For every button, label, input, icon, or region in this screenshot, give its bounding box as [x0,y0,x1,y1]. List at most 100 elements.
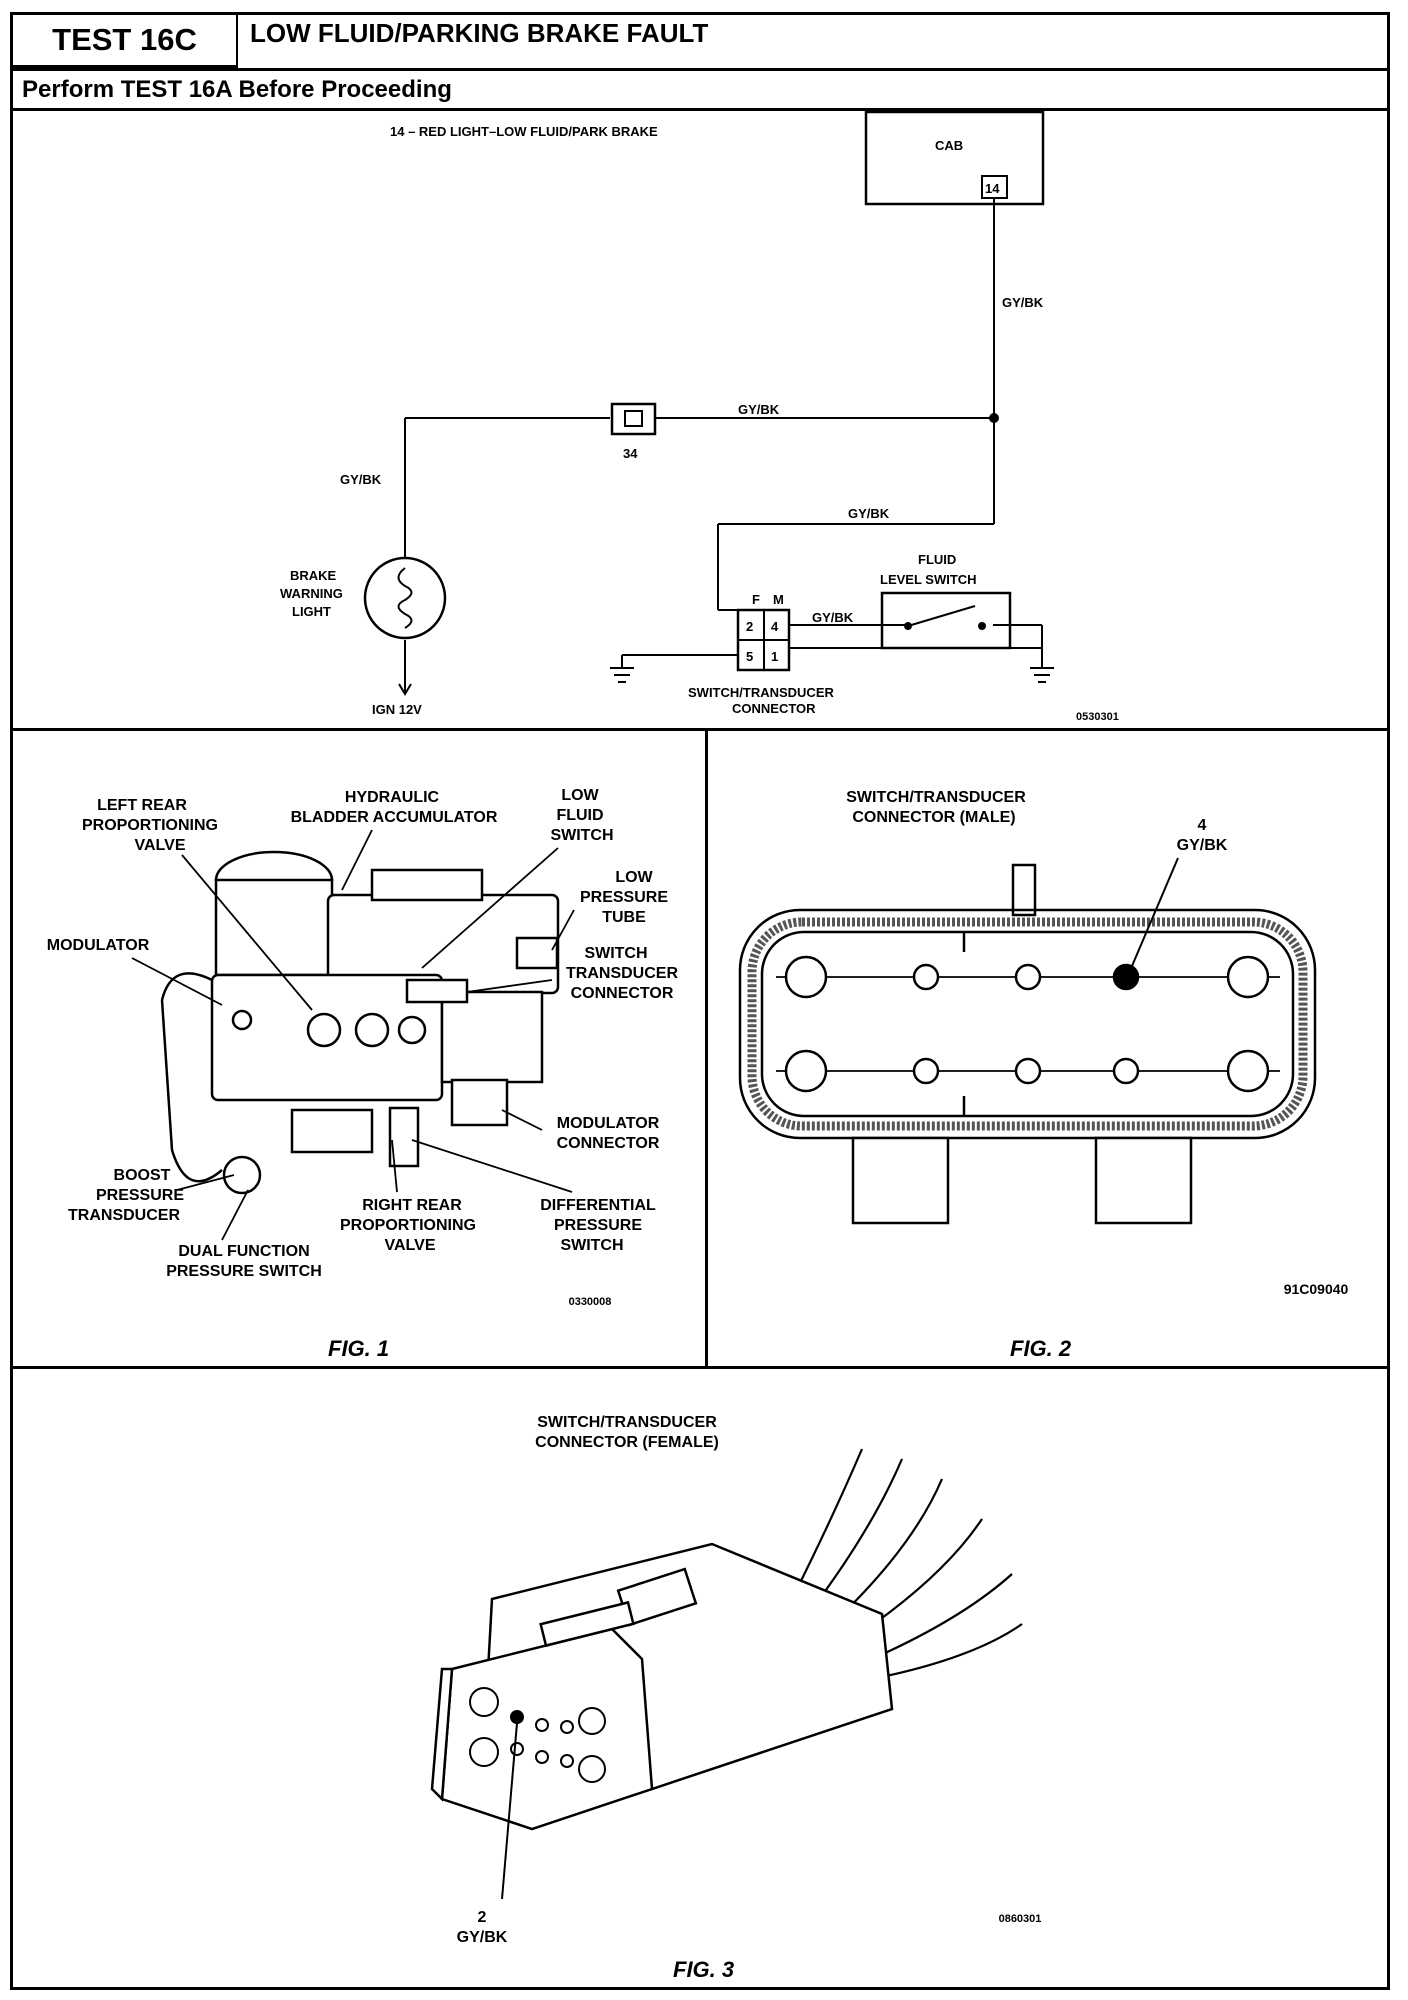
pin-4-terminal [1112,963,1140,991]
label-boost-3: TRANSDUCER [68,1207,180,1224]
pin-terminal [912,1057,940,1085]
pin-2-leader [501,1722,518,1900]
fig2-ref-code: 91C09040 [1284,1281,1349,1297]
label-boost-1: BOOST [114,1167,171,1184]
pin-1: 1 [771,649,778,664]
label-right-rear-1: RIGHT REAR [362,1197,462,1214]
label-modulator-connector-2: CONNECTOR [557,1135,660,1152]
splice-34 [610,402,657,436]
label-modulator: MODULATOR [47,937,150,954]
schematic-ref-code: 0530301 [1076,711,1119,723]
label-low-pressure-3: TUBE [602,909,646,926]
label-switch-transducer-3: CONNECTOR [571,985,674,1002]
label-differential-2: PRESSURE [554,1217,642,1234]
label-right-rear-3: VALVE [385,1237,436,1254]
fig2-title-1: SWITCH/TRANSDUCER [846,789,1026,806]
label-left-rear-3: VALVE [135,837,186,854]
connector-label-2: CONNECTOR [732,701,816,716]
header-divider [10,68,1390,71]
wire-label-switch: GY/BK [812,610,854,625]
pin-terminal [912,963,940,991]
fig3-pin-number: 2 [478,1909,487,1926]
wire-label-cab: GY/BK [1002,295,1044,310]
boost-transducer-drawing [222,1155,262,1195]
lamp-filament-icon [397,567,413,629]
fig3-ref-code: 0860301 [999,1913,1042,1925]
cavities [469,1687,606,1783]
pin-terminal [1226,955,1270,999]
fig2-title-2: CONNECTOR (MALE) [852,809,1015,826]
warning-lamp-icon [363,556,447,640]
fig3-pin-wire: GY/BK [457,1929,508,1946]
label-right-rear-2: PROPORTIONING [340,1217,476,1234]
pin-2-cavity [510,1710,524,1724]
ign-arrow-icon [398,683,412,696]
fig3-title-1: SWITCH/TRANSDUCER [537,1414,717,1431]
fig3-female-connector: SWITCH/TRANSDUCER CONNECTOR (FEMALE) 2 G… [430,1414,1042,1946]
test-label: TEST 16C [10,12,238,68]
splice-junction-dot [989,413,999,423]
connector-m: M [773,592,784,607]
label-differential-1: DIFFERENTIAL [540,1197,656,1214]
wire-label-top: GY/BK [738,402,780,417]
label-dual-function-1: DUAL FUNCTION [178,1243,309,1260]
ign-label: IGN 12V [372,702,422,717]
switch-connector-drawing [405,978,469,1004]
fig3-caption: FIG. 3 [673,1957,735,1982]
differential-switch-drawing [388,1106,420,1168]
lamp-label-3: LIGHT [292,604,331,619]
pin-4-leader [1131,857,1179,967]
pin-terminal [1014,963,1042,991]
fig1-caption: FIG. 1 [328,1336,390,1361]
circuit-title: 14 – RED LIGHT–LOW FLUID/PARK BRAKE [390,124,658,139]
label-dual-function-2: PRESSURE SWITCH [166,1263,322,1280]
cab-pin: 14 [985,181,1000,196]
pin-rows [776,976,1280,1072]
pin-terminal [784,1049,828,1093]
pin-terminal [1112,1057,1140,1085]
wire-label-connector: GY/BK [848,506,890,521]
splice-label: 34 [623,446,638,461]
fig3-divider [10,1366,1390,1369]
connector-body [430,1542,894,1831]
connector-shell [738,863,1317,1225]
figure-column-divider [705,728,708,1368]
connector-f: F [752,592,760,607]
cab-module [864,110,1045,206]
connector-pins [784,955,1270,1093]
fig3-title-2: CONNECTOR (FEMALE) [535,1434,719,1451]
pin-terminal [1226,1049,1270,1093]
cab-label: CAB [935,138,963,153]
fig2-caption: FIG. 2 [1010,1336,1072,1361]
wire-label-lamp: GY/BK [340,472,382,487]
label-boost-2: PRESSURE [96,1187,184,1204]
fluid-switch-label-1: FLUID [918,552,956,567]
label-low-pressure-2: PRESSURE [580,889,668,906]
fig1-leader-lines [131,829,575,1241]
ground-icon [610,667,634,683]
label-hydraulic-1: HYDRAULIC [345,789,440,806]
label-switch-transducer-2: TRANSDUCER [566,965,678,982]
modulator-connector-drawing [450,1078,509,1127]
fig2-male-connector: SWITCH/TRANSDUCER CONNECTOR (MALE) 4 GY/… [738,789,1349,1297]
circuit-wires [404,198,1043,692]
fig2-pin-number: 4 [1198,817,1207,834]
label-left-rear-1: LEFT REAR [97,797,187,814]
fig1-ref-code: 0330008 [569,1296,612,1308]
label-switch-transducer-1: SWITCH [584,945,647,962]
low-fluid-switch-drawing [515,936,559,970]
lamp-label-1: BRAKE [290,568,337,583]
label-low-fluid-3: SWITCH [550,827,613,844]
label-low-fluid-2: FLUID [556,807,603,824]
wiring-schematic: 14 – RED LIGHT–LOW FLUID/PARK BRAKE CAB … [280,110,1119,723]
label-low-fluid-1: LOW [561,787,599,804]
label-hydraulic-2: BLADDER ACCUMULATOR [291,809,498,826]
fig2-pin-wire: GY/BK [1177,837,1228,854]
page-title: LOW FLUID/PARKING BRAKE FAULT [250,18,709,48]
pin-5: 5 [746,649,753,664]
page-frame [10,12,1390,1990]
pin-terminal [1014,1057,1042,1085]
label-differential-3: SWITCH [560,1237,623,1254]
fluid-switch-label-2: LEVEL SWITCH [880,572,977,587]
label-left-rear-2: PROPORTIONING [82,817,218,834]
